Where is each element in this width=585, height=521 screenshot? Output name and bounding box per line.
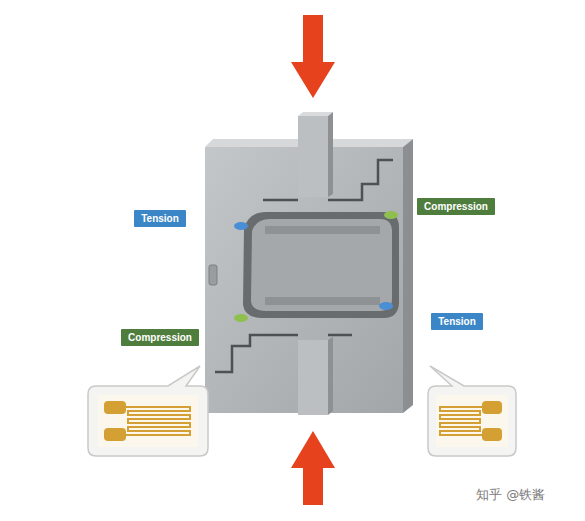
gauge-spot	[384, 211, 398, 219]
label-text: Tension	[438, 316, 476, 328]
gauge-spot	[379, 302, 393, 310]
label-tag: Compression	[417, 198, 495, 215]
force-arrow	[291, 15, 335, 98]
label-tag: Tension	[431, 313, 483, 330]
watermark: 知乎 @铁酱	[476, 486, 545, 504]
post-top	[298, 112, 333, 116]
bottom-post	[298, 340, 328, 415]
top-post	[298, 116, 328, 197]
gauge-spot	[234, 314, 248, 322]
body-side-face	[403, 139, 413, 413]
label-tag: Tension	[134, 210, 186, 227]
window-shade	[265, 226, 380, 305]
window-inner	[251, 219, 392, 311]
side-tab	[209, 265, 217, 285]
post-side	[328, 112, 333, 197]
post-side	[328, 337, 333, 415]
grooves	[215, 160, 393, 372]
label-text: Compression	[128, 332, 192, 344]
callout-bubble	[428, 366, 516, 456]
force-arrow	[291, 431, 335, 505]
label-text: Tension	[141, 213, 179, 225]
label-text: Compression	[424, 201, 488, 213]
gauge-spot	[234, 222, 248, 230]
callout-bubble	[88, 366, 208, 456]
window-cutout	[243, 212, 399, 318]
label-tag: Compression	[121, 329, 199, 346]
